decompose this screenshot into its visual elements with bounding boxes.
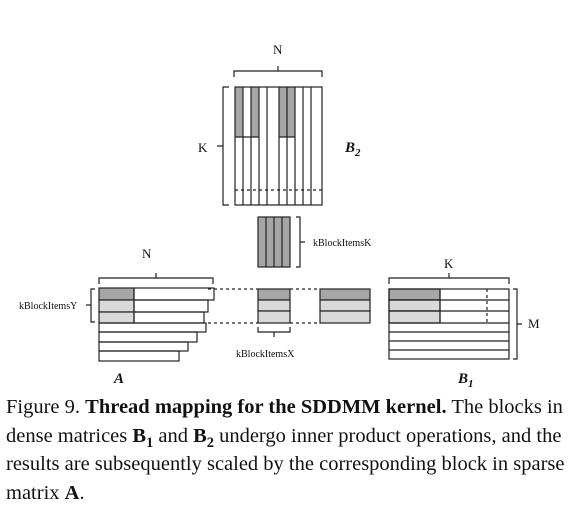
matrix-b2 [217,66,323,206]
a-matrix-name: A [113,371,124,387]
caption-title: Thread mapping for the SDDMM kernel. [85,396,447,418]
caption-text-4: . [79,481,85,504]
b1-side-dim-label: M [528,316,540,331]
b1-top-dim-label: K [444,256,454,271]
caption-text-2: and [153,424,194,447]
caption-b2: B2 [193,424,214,451]
k-block [257,216,305,268]
b2-side-dim-label: K [198,140,208,155]
caption-text-3: undergo inner product operations, and th… [6,424,565,504]
sddmm-diagram: N K B2 kBlockItemsK N kBlockItemsY A [19,42,540,390]
b2-matrix-name: B2 [344,140,361,159]
result-block [319,288,371,324]
x-block-label: kBlockItemsX [236,349,295,360]
caption-a: A [64,481,80,504]
caption-prefix: Figure 9. [6,396,86,418]
matrix-b1 [388,273,522,360]
b2-top-dim-label: N [273,42,283,57]
a-top-dim-label: N [142,246,152,261]
caption-b1: B1 [132,424,154,451]
a-side-label: kBlockItemsY [19,301,77,312]
caption-text-1: The blocks in dense matrices [6,396,563,447]
figure-caption: Figure 9. Thread mapping for the SDDMM k… [6,393,572,507]
matrix-a [86,273,320,362]
x-block [257,288,291,337]
b1-matrix-name: B1 [457,371,474,390]
k-block-label: kBlockItemsK [313,238,372,249]
